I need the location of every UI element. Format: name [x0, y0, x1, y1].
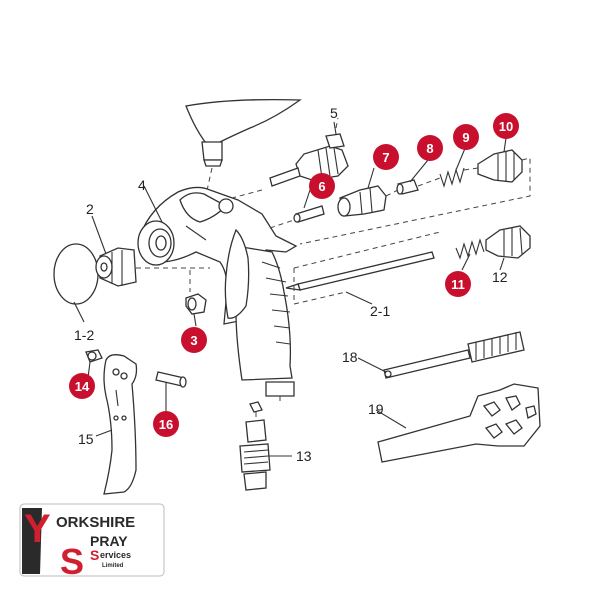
multi-wrench	[377, 383, 541, 463]
badge-7: 7	[373, 144, 399, 170]
logo-pray: PRAY	[90, 533, 128, 549]
pin-part	[293, 205, 325, 223]
air-cap-ring	[53, 243, 99, 305]
adjust-knob	[477, 149, 523, 183]
badge-14: 14	[69, 373, 95, 399]
badge-16: 16	[153, 411, 179, 437]
svg-text:9: 9	[462, 130, 469, 145]
screw-part	[85, 349, 103, 363]
svg-text:6: 6	[318, 179, 325, 194]
svg-text:11: 11	[451, 277, 465, 292]
air-inlet-valve	[239, 401, 271, 491]
fluid-adjust-valve	[269, 133, 349, 187]
label-19: 19	[368, 401, 384, 417]
label-12: 12	[492, 269, 508, 285]
badge-10: 10	[493, 113, 519, 139]
air-cap	[95, 247, 137, 287]
badges: 3 6 7 8 9 10 11 14	[69, 113, 519, 437]
logo-y: Y	[24, 507, 51, 551]
logo-orkshire: ORKSHIRE	[56, 514, 135, 531]
hanger-plate	[103, 354, 138, 495]
label-13: 13	[296, 448, 312, 464]
logo-s-small: S	[90, 547, 99, 563]
leader-lines	[73, 121, 507, 457]
label-15: 15	[78, 431, 94, 447]
spring-part	[439, 167, 465, 188]
svg-text:7: 7	[382, 150, 389, 165]
label-2-1: 2-1	[370, 303, 390, 319]
logo-limited: Limited	[102, 563, 124, 569]
svg-text:16: 16	[159, 417, 173, 432]
needle-spring	[455, 238, 485, 260]
needle-packing	[337, 185, 387, 217]
badge-6: 6	[309, 173, 335, 199]
svg-text:14: 14	[75, 379, 90, 394]
label-18: 18	[342, 349, 358, 365]
svg-text:3: 3	[190, 333, 197, 348]
trigger	[224, 228, 250, 319]
label-4: 4	[138, 177, 146, 193]
label-2: 2	[86, 201, 94, 217]
needle-adjust-knob	[485, 225, 531, 259]
label-1-2: 1-2	[74, 327, 94, 343]
spacer-part	[396, 179, 419, 195]
fluid-needle	[285, 251, 435, 291]
label-5: 5	[330, 105, 338, 121]
logo-s-big: S	[60, 541, 84, 582]
fluid-nozzle-part	[185, 293, 207, 315]
badge-9: 9	[453, 124, 479, 150]
svg-text:8: 8	[426, 141, 433, 156]
yorkshire-spray-services-logo: Y ORKSHIRE S PRAY S ervices Limited	[19, 503, 165, 582]
cleaning-brush	[383, 331, 525, 379]
badge-11: 11	[445, 271, 471, 297]
svg-text:10: 10	[499, 119, 513, 134]
hanger-pin	[155, 371, 187, 388]
badge-3: 3	[181, 327, 207, 353]
paint-cup	[185, 98, 302, 167]
logo-ervices: ervices	[100, 550, 131, 560]
part-labels: 1-2 2 2-1 4 5 12 13 15 18 19	[74, 105, 508, 464]
badge-8: 8	[417, 135, 443, 161]
